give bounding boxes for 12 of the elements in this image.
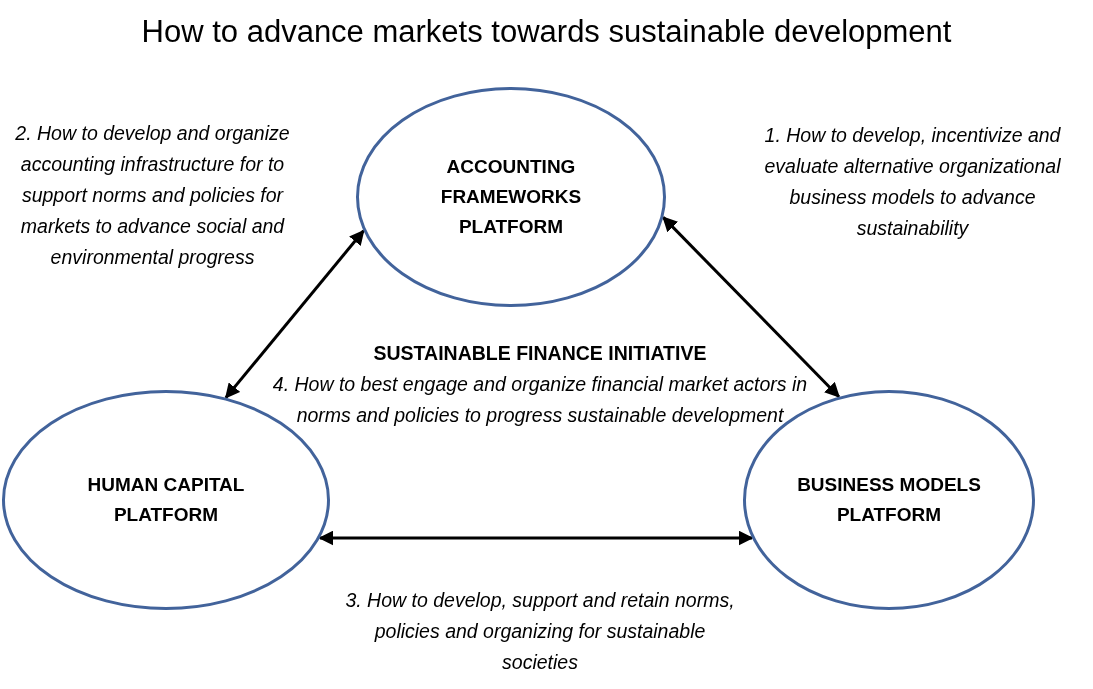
node-label: BUSINESS MODELS PLATFORM [796, 473, 982, 527]
node-label: HUMAN CAPITAL PLATFORM [86, 473, 246, 527]
question-text: 1. How to develop, incentivize and evaluate alternative organizational business models to advance sustainability [763, 123, 1062, 241]
question-text: 2. How to develop and organize accounting infrastructure for to support norms and policies for markets to advance social and environmental progress [15, 121, 290, 270]
double-arrow [318, 530, 754, 546]
double-arrow [224, 229, 365, 399]
initiative-heading: SUSTAINABLE FINANCE INITIATIVE [372, 341, 708, 366]
double-arrow [662, 216, 840, 398]
question-text: 3. How to develop, support and retain norms, policies and organizing for sustainable societies [344, 588, 736, 675]
question-text: 4. How to best engage and organize financial market actors in norms and policies to progress sustainable development [271, 372, 809, 428]
node-label: ACCOUNTING FRAMEWORKS PLATFORM [439, 155, 583, 239]
title: How to advance markets towards sustainable development [140, 14, 953, 50]
